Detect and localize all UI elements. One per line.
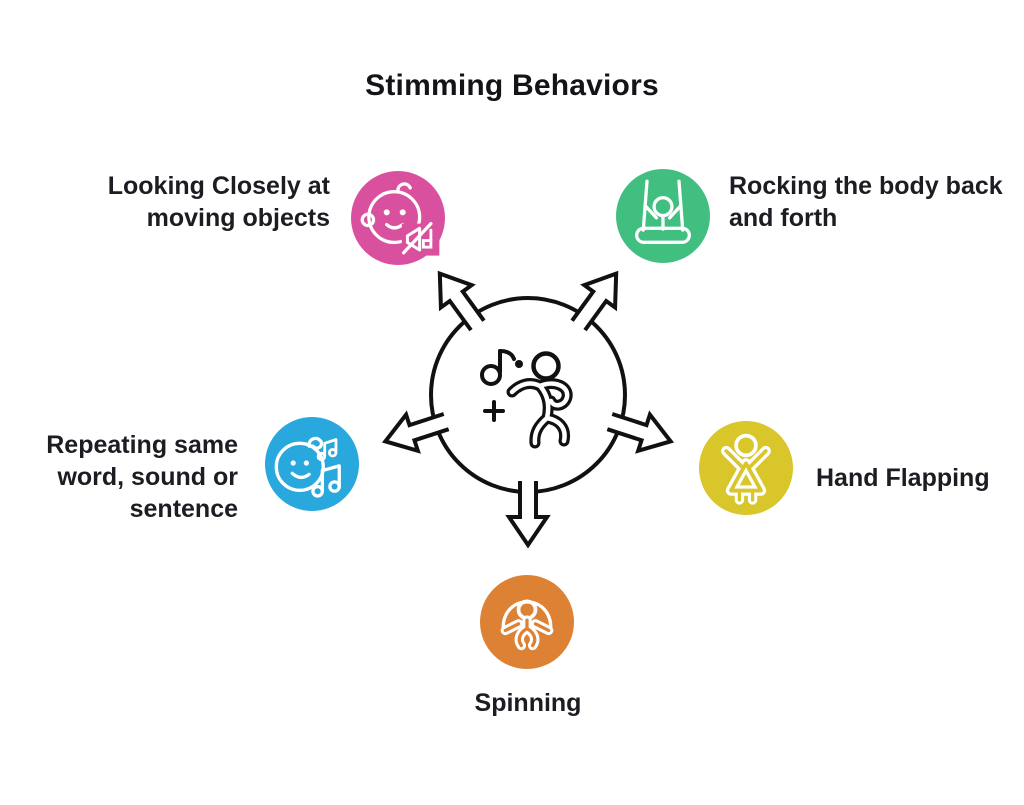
singing-face-music-notes-icon (274, 436, 341, 498)
page-title: Stimming Behaviors (365, 69, 659, 102)
node-circle-rocking (616, 169, 710, 263)
node-circle-spinning (480, 575, 574, 669)
arrow-left-icon (381, 410, 450, 454)
arrow-up-left-icon (437, 270, 486, 332)
label-spinning: Spinning (474, 689, 582, 717)
label-hand-flapping: Hand Flapping (816, 464, 990, 492)
arrow-right-icon (606, 410, 675, 454)
outward-arrows (381, 270, 675, 549)
baby-face-muted-speaker-icon (360, 182, 440, 256)
dancing-child-music-icon (480, 349, 573, 449)
arrow-up-right-icon (570, 270, 619, 332)
label-looking-closely: Looking Closely at moving objects (107, 172, 330, 232)
label-repeating: Repeating same word, sound or sentence (46, 431, 238, 523)
node-circle-looking-closely (351, 171, 445, 265)
hub-circle (429, 296, 627, 494)
child-on-swing-icon (635, 179, 691, 244)
label-rocking: Rocking the body back and forth (729, 172, 1003, 232)
arrow-down-icon (505, 481, 551, 549)
center-hub-arrows-graphic (381, 270, 675, 549)
node-circle-hand-flapping (699, 421, 793, 515)
child-skipping-rope-icon (500, 599, 554, 651)
child-arms-raised-icon (721, 433, 771, 505)
node-circle-repeating (265, 417, 359, 511)
